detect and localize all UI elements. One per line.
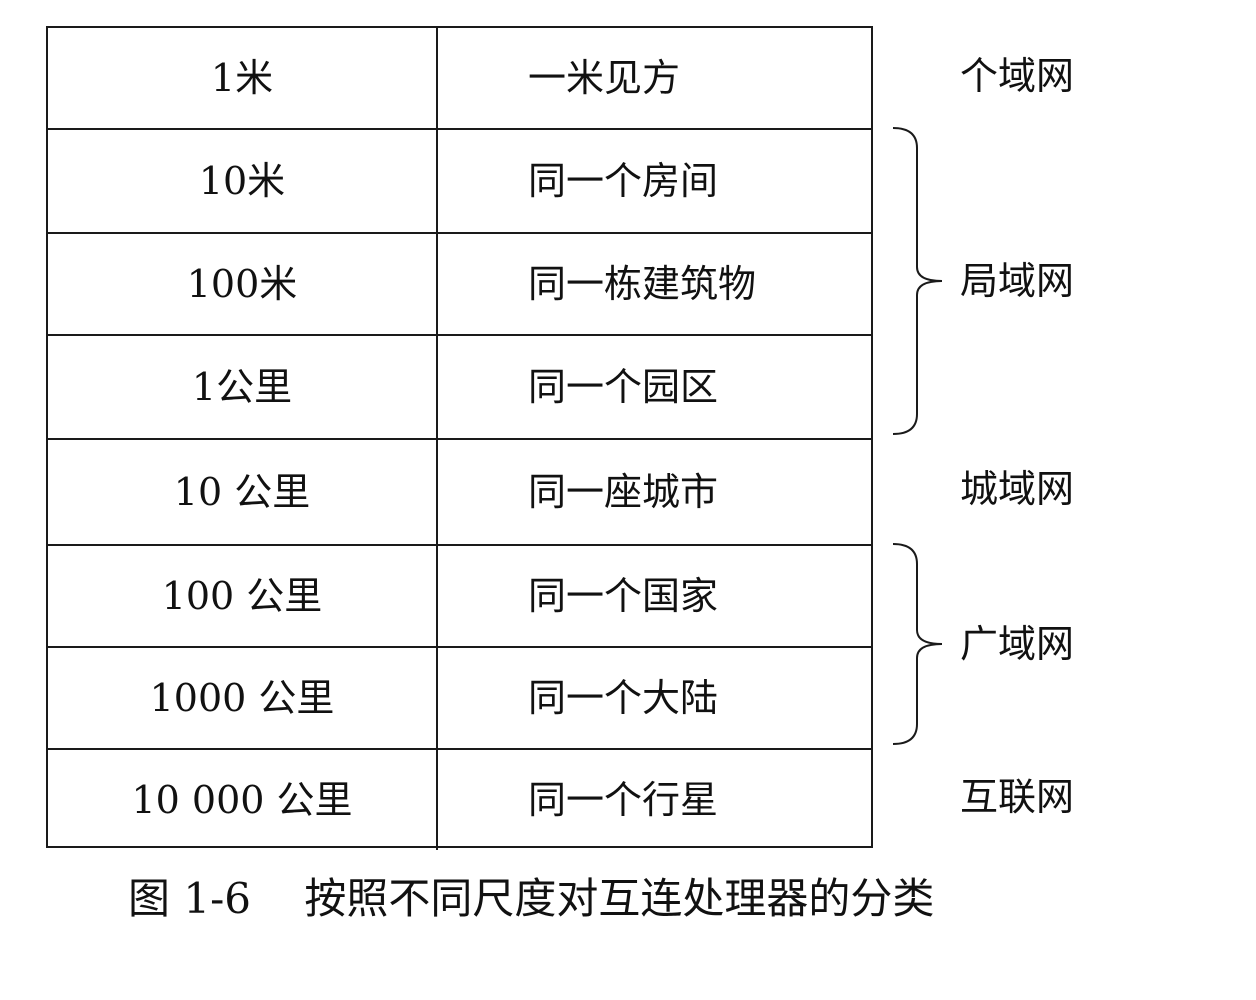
table-row: 1公里 同一个园区 — [48, 334, 871, 438]
table-row: 10 000 公里 同一个行星 — [48, 748, 871, 850]
scope-cell: 同一个房间 — [528, 159, 719, 203]
distance-cell: 1000 公里 — [48, 648, 438, 748]
distance-cell: 1公里 — [48, 336, 438, 438]
network-label: 个域网 — [960, 54, 1075, 98]
table-row: 10 公里 同一座城市 — [48, 438, 871, 544]
curly-brace — [892, 543, 943, 745]
distance-cell: 100米 — [48, 234, 438, 334]
distance-cell: 10米 — [48, 130, 438, 232]
figure-caption: 图 1-6 按照不同尺度对互连处理器的分类 — [128, 874, 935, 923]
distance-cell: 10 公里 — [48, 440, 438, 544]
network-label: 城域网 — [960, 467, 1075, 511]
distance-cell: 1米 — [48, 28, 438, 128]
network-label: 局域网 — [960, 259, 1075, 303]
network-label: 互联网 — [960, 775, 1075, 819]
scope-cell: 一米见方 — [528, 56, 681, 100]
scope-cell: 同一个园区 — [528, 365, 719, 409]
table-row: 1米 一米见方 — [48, 28, 871, 128]
scale-table: 1米 一米见方 10米 同一个房间 100米 同一栋建筑物 1公里 同一个园区 10 公里 同一座… — [46, 26, 873, 850]
scope-cell: 同一个大陆 — [528, 676, 719, 720]
table-row: 100米 同一栋建筑物 — [48, 232, 871, 334]
scope-cell: 同一个国家 — [528, 574, 719, 618]
distance-cell: 100 公里 — [48, 546, 438, 646]
distance-cell: 10 000 公里 — [48, 750, 438, 850]
table-row: 10米 同一个房间 — [48, 128, 871, 232]
scope-cell: 同一座城市 — [528, 470, 719, 514]
table-row: 100 公里 同一个国家 — [48, 544, 871, 646]
network-label: 广域网 — [960, 622, 1075, 666]
table-row: 1000 公里 同一个大陆 — [48, 646, 871, 748]
curly-brace — [892, 127, 943, 435]
scope-cell: 同一栋建筑物 — [528, 262, 757, 306]
scope-cell: 同一个行星 — [528, 778, 719, 822]
